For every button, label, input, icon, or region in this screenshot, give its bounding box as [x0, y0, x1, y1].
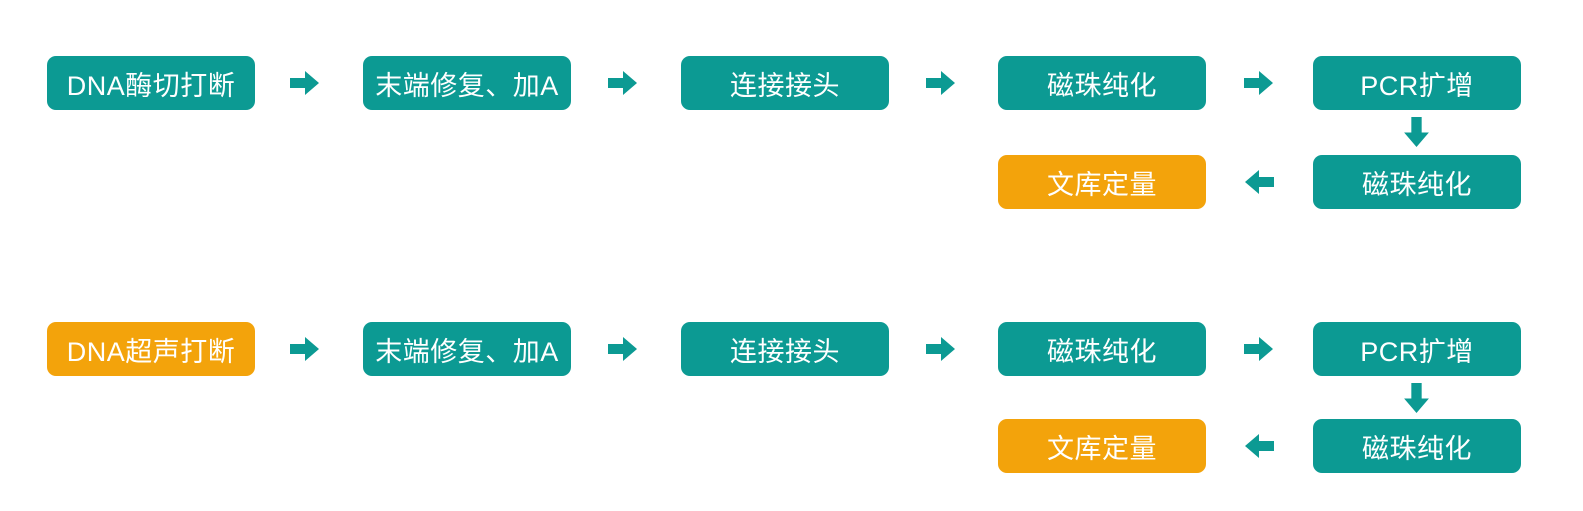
flow2-step-end-repair-a-tailing: 末端修复、加A	[363, 322, 571, 376]
flow1-step-bead-purification-1: 磁珠纯化	[998, 56, 1206, 110]
flow1-step-enzyme-fragmentation: DNA酶切打断	[47, 56, 255, 110]
arrow-left-icon	[1244, 169, 1274, 195]
flow1-step-pcr-amplification: PCR扩增	[1313, 56, 1521, 110]
arrow-right-icon	[1244, 70, 1274, 96]
arrow-right-icon	[608, 336, 638, 362]
flow2-step-bead-purification-1: 磁珠纯化	[998, 322, 1206, 376]
arrow-down-icon	[1403, 383, 1430, 414]
flow1-step-bead-purification-2: 磁珠纯化	[1313, 155, 1521, 209]
flow2-step-pcr-amplification: PCR扩增	[1313, 322, 1521, 376]
flow2-step-ultrasonic-fragmentation: DNA超声打断	[47, 322, 255, 376]
arrow-left-icon	[1244, 433, 1274, 459]
arrow-right-icon	[290, 336, 320, 362]
arrow-right-icon	[608, 70, 638, 96]
flow1-step-end-repair-a-tailing: 末端修复、加A	[363, 56, 571, 110]
arrow-right-icon	[290, 70, 320, 96]
arrow-down-icon	[1403, 117, 1430, 148]
arrow-right-icon	[926, 70, 956, 96]
flow2-step-bead-purification-2: 磁珠纯化	[1313, 419, 1521, 473]
flow2-step-library-quantification: 文库定量	[998, 419, 1206, 473]
arrow-right-icon	[926, 336, 956, 362]
flow2-step-adapter-ligation: 连接接头	[681, 322, 889, 376]
flow1-step-library-quantification: 文库定量	[998, 155, 1206, 209]
arrow-right-icon	[1244, 336, 1274, 362]
flow1-step-adapter-ligation: 连接接头	[681, 56, 889, 110]
